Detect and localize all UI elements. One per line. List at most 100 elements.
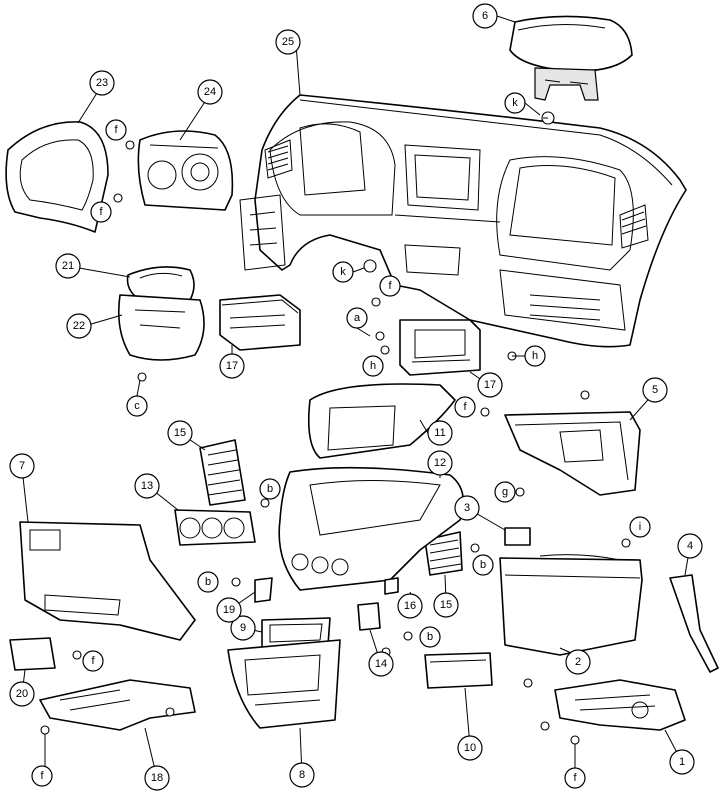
combination-meter-24 [137,130,234,211]
svg-text:15: 15 [440,599,452,611]
svg-text:23: 23 [96,77,108,89]
callout-9: 9 [230,615,256,641]
svg-text:8: 8 [299,769,305,781]
small-part-16 [384,577,399,595]
callout-5: 5 [642,377,668,403]
center-bezel-11 [307,383,456,459]
callout-6: 6 [472,3,498,29]
svg-text:c: c [134,400,140,412]
fastener-label-f-7: f [82,650,104,672]
svg-text:11: 11 [434,427,445,439]
svg-text:f: f [463,401,467,413]
svg-text:7: 7 [19,460,25,472]
fastener-label-i-2: i [629,516,651,538]
callout-24: 24 [197,79,223,105]
glovebox-bracket-5 [504,411,641,496]
callout-17-right: 17 [477,372,503,398]
trim-strip-4 [669,574,719,673]
instrument-panel-25 [239,94,687,348]
fastener-label-f-18: f [31,765,53,787]
glovebox-door-2 [499,554,643,656]
svg-text:h: h [532,350,538,362]
fastener-leaders [44,102,576,768]
svg-text:b: b [205,576,211,588]
svg-text:k: k [340,266,346,278]
lower-bracket-18 [39,679,196,731]
svg-text:14: 14 [375,658,387,670]
svg-text:f: f [573,772,577,784]
callout-19: 19 [216,597,242,623]
svg-text:f: f [114,124,118,136]
clip-3 [504,527,531,546]
svg-text:h: h [370,360,376,372]
svg-text:k: k [512,97,518,109]
fastener-label-h-17a: h [362,355,384,377]
fastener-label-h-17b: h [524,345,546,367]
callout-13: 13 [134,473,160,499]
svg-text:25: 25 [282,36,294,48]
callout-21: 21 [55,253,81,279]
svg-text:22: 22 [73,320,85,332]
callout-15-right: 15 [433,592,459,618]
svg-text:19: 19 [223,604,235,616]
svg-text:17: 17 [226,360,238,372]
display-unit-17-right [399,319,481,376]
svg-text:17: 17 [484,379,496,391]
callout-11: 11 [427,420,453,446]
svg-text:18: 18 [151,772,163,784]
svg-text:20: 20 [16,688,28,700]
svg-text:15: 15 [174,427,186,439]
svg-text:b: b [427,631,433,643]
svg-text:a: a [354,312,361,324]
svg-text:b: b [267,483,273,495]
svg-text:i: i [639,521,641,533]
fastener-label-f-23b: f [90,201,112,223]
fastener-label-a-17: a [346,307,368,329]
side-vent-15-right [424,531,463,576]
fasteners [40,111,631,745]
callout-14: 14 [368,651,394,677]
center-cluster-12 [278,466,465,591]
fastener-label-b-14: b [419,626,441,648]
svg-text:f: f [91,655,95,667]
callout-25: 25 [275,29,301,55]
airbag-module-6 [509,15,633,101]
callout-15-left: 15 [167,420,193,446]
lower-right-bracket-1 [554,679,686,731]
svg-text:12: 12 [434,457,446,469]
fastener-label-k-mid: k [332,261,354,283]
module-10 [424,652,493,689]
fastener-label-f-1: f [564,767,586,789]
fastener-label-c-22: c [126,395,148,417]
svg-text:b: b [480,559,486,571]
side-vent-15-left [199,439,246,506]
column-cover-upper-21 [126,266,195,301]
callout-10: 10 [457,735,483,761]
callout-16: 16 [397,593,423,619]
callout-7: 7 [9,453,35,479]
fastener-label-f-17: f [379,275,401,297]
svg-text:g: g [502,486,508,498]
svg-text:16: 16 [404,600,416,612]
fastener-label-b-15: b [259,478,281,500]
svg-text:2: 2 [575,656,581,668]
svg-text:4: 4 [687,540,693,552]
svg-text:9: 9 [240,622,246,634]
fastener-label-b-15b: b [472,554,494,576]
svg-text:f: f [99,206,103,218]
lower-center-panel-8 [227,639,341,729]
callout-1: 1 [669,749,695,775]
fastener-label-b-19: b [197,571,219,593]
svg-text:21: 21 [62,260,74,272]
fastener-label-f-23a: f [105,119,127,141]
fastener-label-k-top: k [504,92,526,114]
svg-text:6: 6 [482,10,488,22]
svg-text:1: 1 [679,756,685,768]
lower-left-panel-7 [19,521,196,641]
callout-8: 8 [289,762,315,788]
callout-17-left: 17 [219,353,245,379]
callout-20: 20 [9,681,35,707]
svg-text:3: 3 [464,502,470,514]
svg-text:24: 24 [204,86,216,98]
